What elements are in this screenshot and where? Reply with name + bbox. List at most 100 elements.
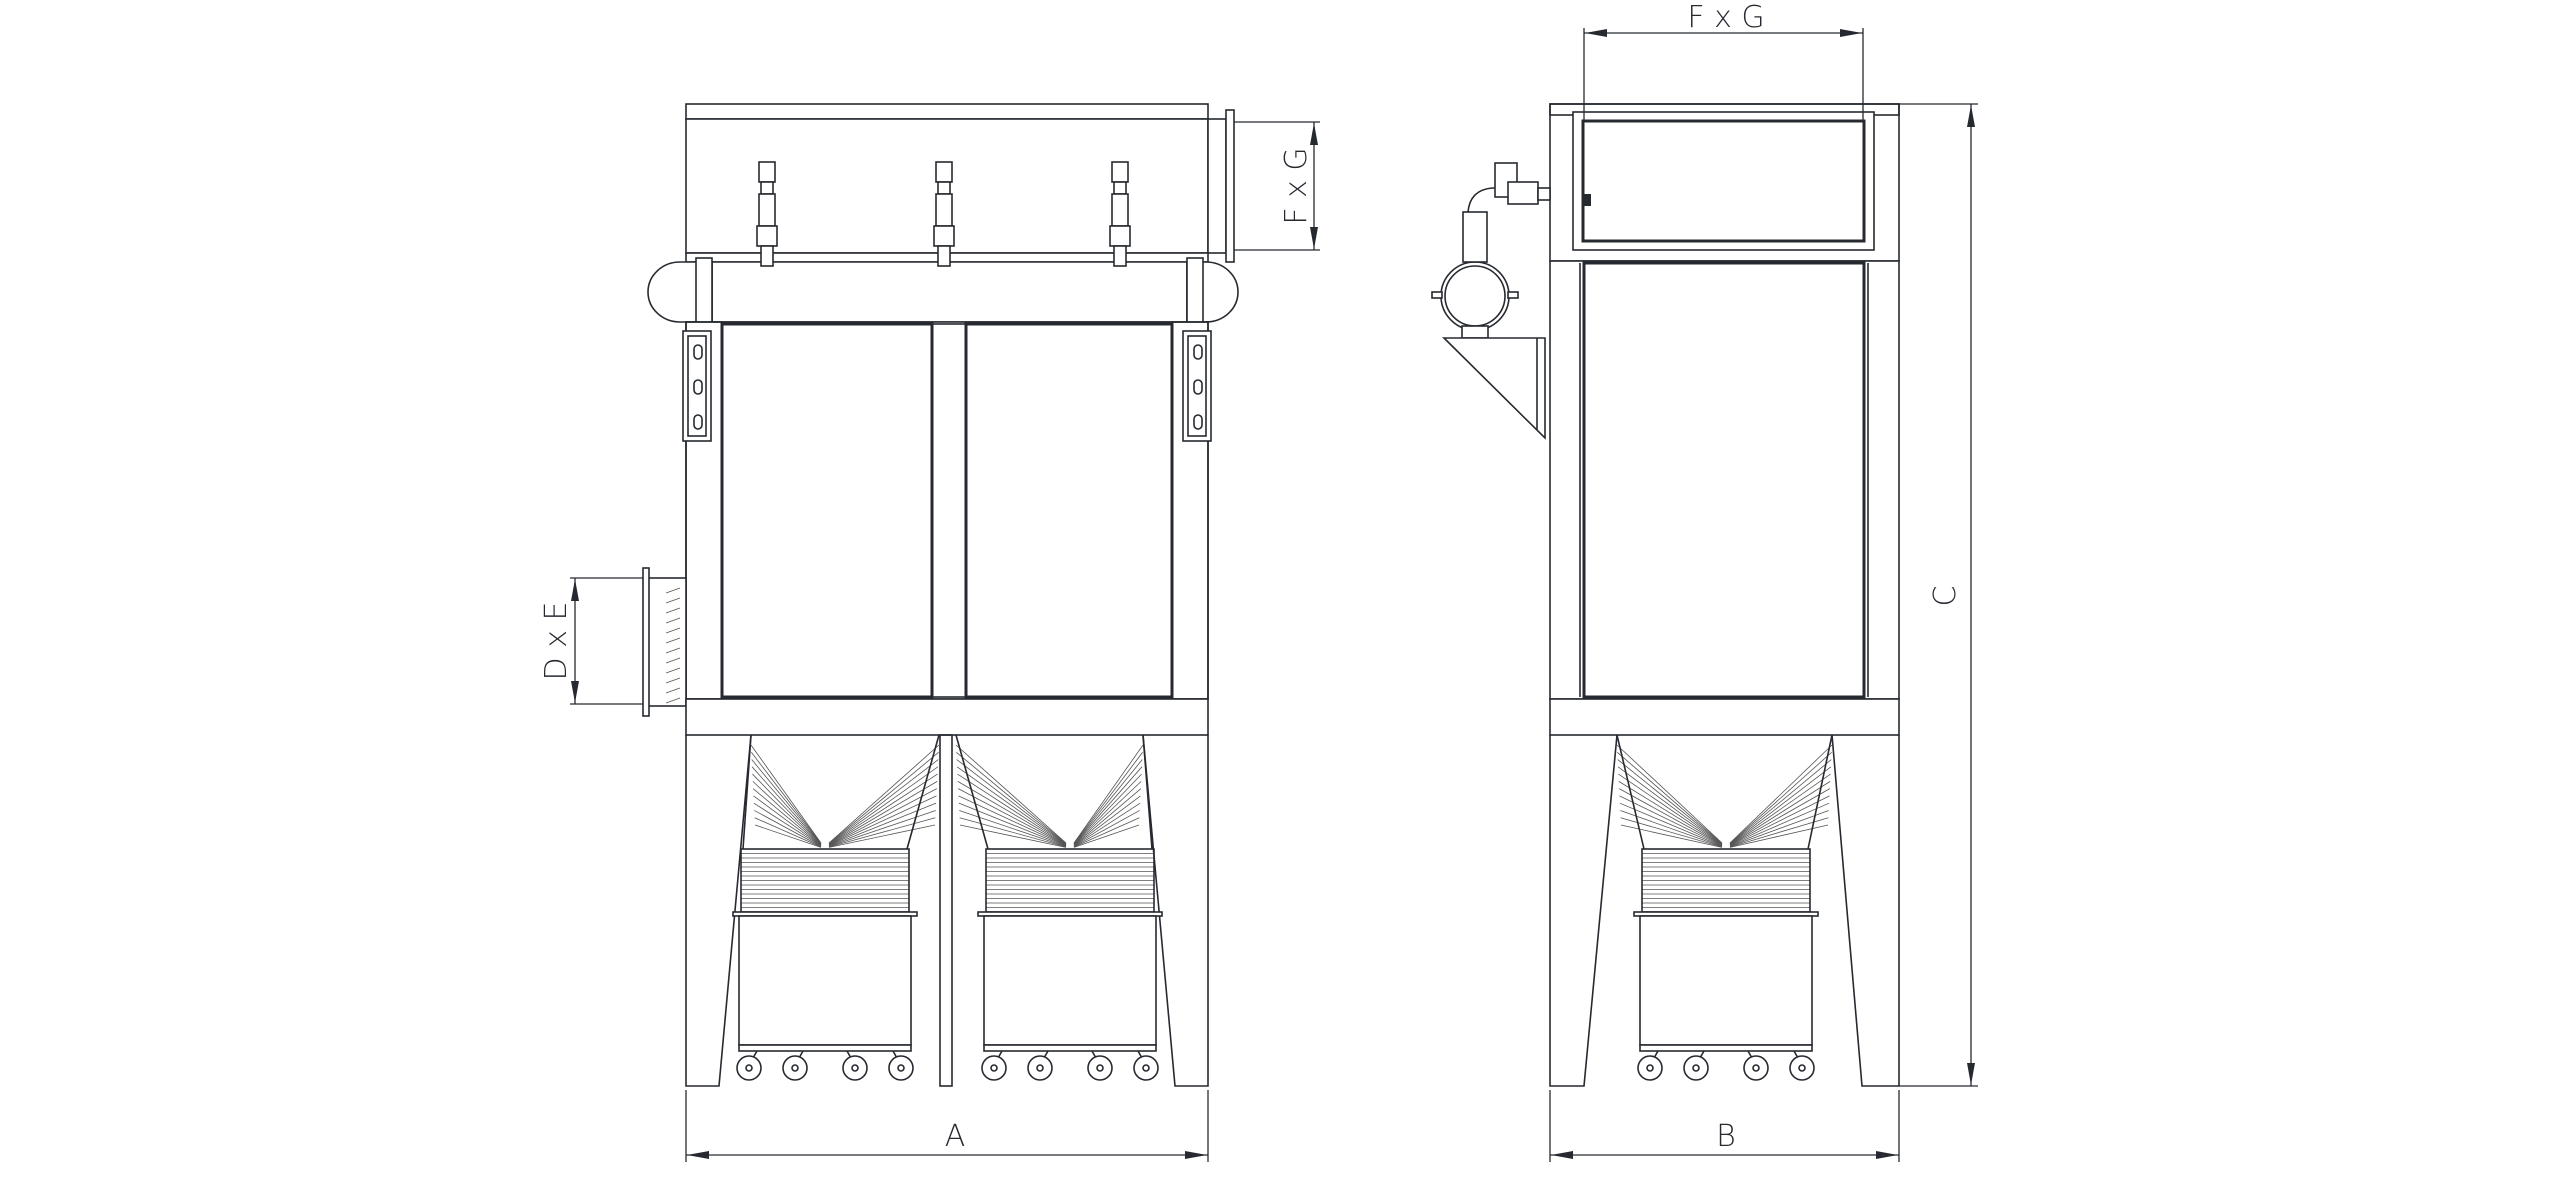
valve-body [935, 193, 953, 227]
cone-line [828, 795, 937, 847]
dust-hopper [955, 734, 1163, 1081]
caster-hub [745, 1064, 753, 1072]
side-bracket-left [682, 330, 712, 442]
dust-bin [738, 915, 912, 1046]
cone-line [1073, 752, 1143, 844]
dimension-a: A [685, 1090, 1209, 1162]
louvre-line [665, 607, 681, 614]
caster-hub [791, 1064, 799, 1072]
louvre-line [665, 587, 681, 594]
leg-left [685, 734, 752, 1087]
cone-line [956, 766, 1067, 845]
cone-line [1073, 810, 1140, 847]
cone-line [1620, 810, 1723, 847]
cone-line [1617, 759, 1723, 845]
dimension-label-c: C [1928, 586, 1963, 607]
cone-line [1729, 759, 1832, 845]
dimension-b: B [1549, 1090, 1900, 1162]
louvre-line [665, 597, 681, 604]
inlet-flange [570, 567, 687, 717]
cone-line [1729, 773, 1831, 845]
cone-line [828, 759, 939, 845]
cone-line [1729, 795, 1830, 847]
louvre-line [665, 627, 681, 634]
cone-line [753, 795, 822, 847]
cone-line [957, 788, 1067, 846]
caster-hub [990, 1064, 998, 1072]
caster-wheel-icon [1789, 1055, 1815, 1081]
caster-wheel-icon [782, 1055, 808, 1081]
cone-line [1617, 751, 1723, 844]
dimension-label-b: B [1716, 1119, 1736, 1154]
caster-hub [1096, 1064, 1104, 1072]
caster-wheel-icon [736, 1055, 762, 1081]
caster-hub [1036, 1064, 1044, 1072]
louvre-line [665, 617, 681, 624]
center-leg [939, 734, 953, 1087]
caster-hub [1692, 1064, 1700, 1072]
cone-line [828, 810, 936, 847]
valve-fitting [933, 225, 955, 247]
caster-hub [851, 1064, 859, 1072]
dimension-label-inlet: D x E [539, 602, 574, 681]
cone-line [1729, 781, 1831, 846]
cone-line [754, 824, 822, 848]
cone-line [1620, 824, 1723, 848]
cone-line [1073, 766, 1143, 845]
valve-nut [760, 181, 774, 195]
bin-base [1639, 1044, 1813, 1052]
louvre-line [665, 677, 681, 684]
louvre-line [665, 687, 681, 694]
cone-line [1073, 802, 1141, 847]
cone-line [957, 773, 1067, 845]
cone-line [1073, 759, 1143, 845]
dimension-label-outlet-side: F x G [1687, 0, 1764, 35]
cone-line [1729, 744, 1833, 844]
louvre-line [665, 697, 681, 704]
cone-line [828, 744, 940, 844]
cone-line [1073, 773, 1142, 845]
cone-line [959, 824, 1067, 848]
access-door-side [1582, 261, 1866, 699]
header-pipe-side [1431, 162, 1551, 339]
cone-line [1617, 766, 1723, 845]
bin-base [738, 1044, 912, 1052]
valve-head [935, 161, 953, 183]
cone-line [1618, 773, 1723, 845]
valve-stem [1113, 245, 1127, 267]
cone-line [1618, 788, 1723, 846]
cone-line [1073, 817, 1140, 848]
valve-fitting [1109, 225, 1131, 247]
dust-bin [983, 915, 1157, 1046]
valve-body [1111, 193, 1129, 227]
cone-line [956, 751, 1067, 844]
cone-line [1619, 795, 1723, 847]
leg-front [1549, 734, 1618, 1087]
caster-hub [1798, 1064, 1806, 1072]
cone-line [828, 751, 939, 844]
louvre-line [665, 637, 681, 644]
filter-housing-side [1549, 260, 1900, 700]
cone-line [957, 781, 1067, 846]
cone-line [751, 759, 822, 845]
cone-line [1619, 802, 1723, 847]
caster-hub [1646, 1064, 1654, 1072]
cone-line [750, 744, 822, 844]
cone-line [751, 766, 822, 845]
hoppers [732, 734, 1163, 1081]
cone-line [1618, 781, 1723, 846]
bin-base [983, 1044, 1157, 1052]
cone-line [959, 810, 1067, 847]
dimension-inlet: D x E [539, 578, 579, 704]
cone-line [1073, 824, 1140, 848]
caster-hub [897, 1064, 905, 1072]
support-band [685, 698, 1209, 736]
leg-back [1831, 734, 1900, 1087]
outlet-opening [1581, 119, 1866, 243]
header-pipe [647, 257, 1239, 327]
support-band-side [1549, 698, 1900, 736]
caster-wheel-icon [842, 1055, 868, 1081]
hopper-side [1616, 734, 1833, 1081]
diaphragm-valve [1109, 161, 1131, 267]
louvre-line [665, 647, 681, 654]
